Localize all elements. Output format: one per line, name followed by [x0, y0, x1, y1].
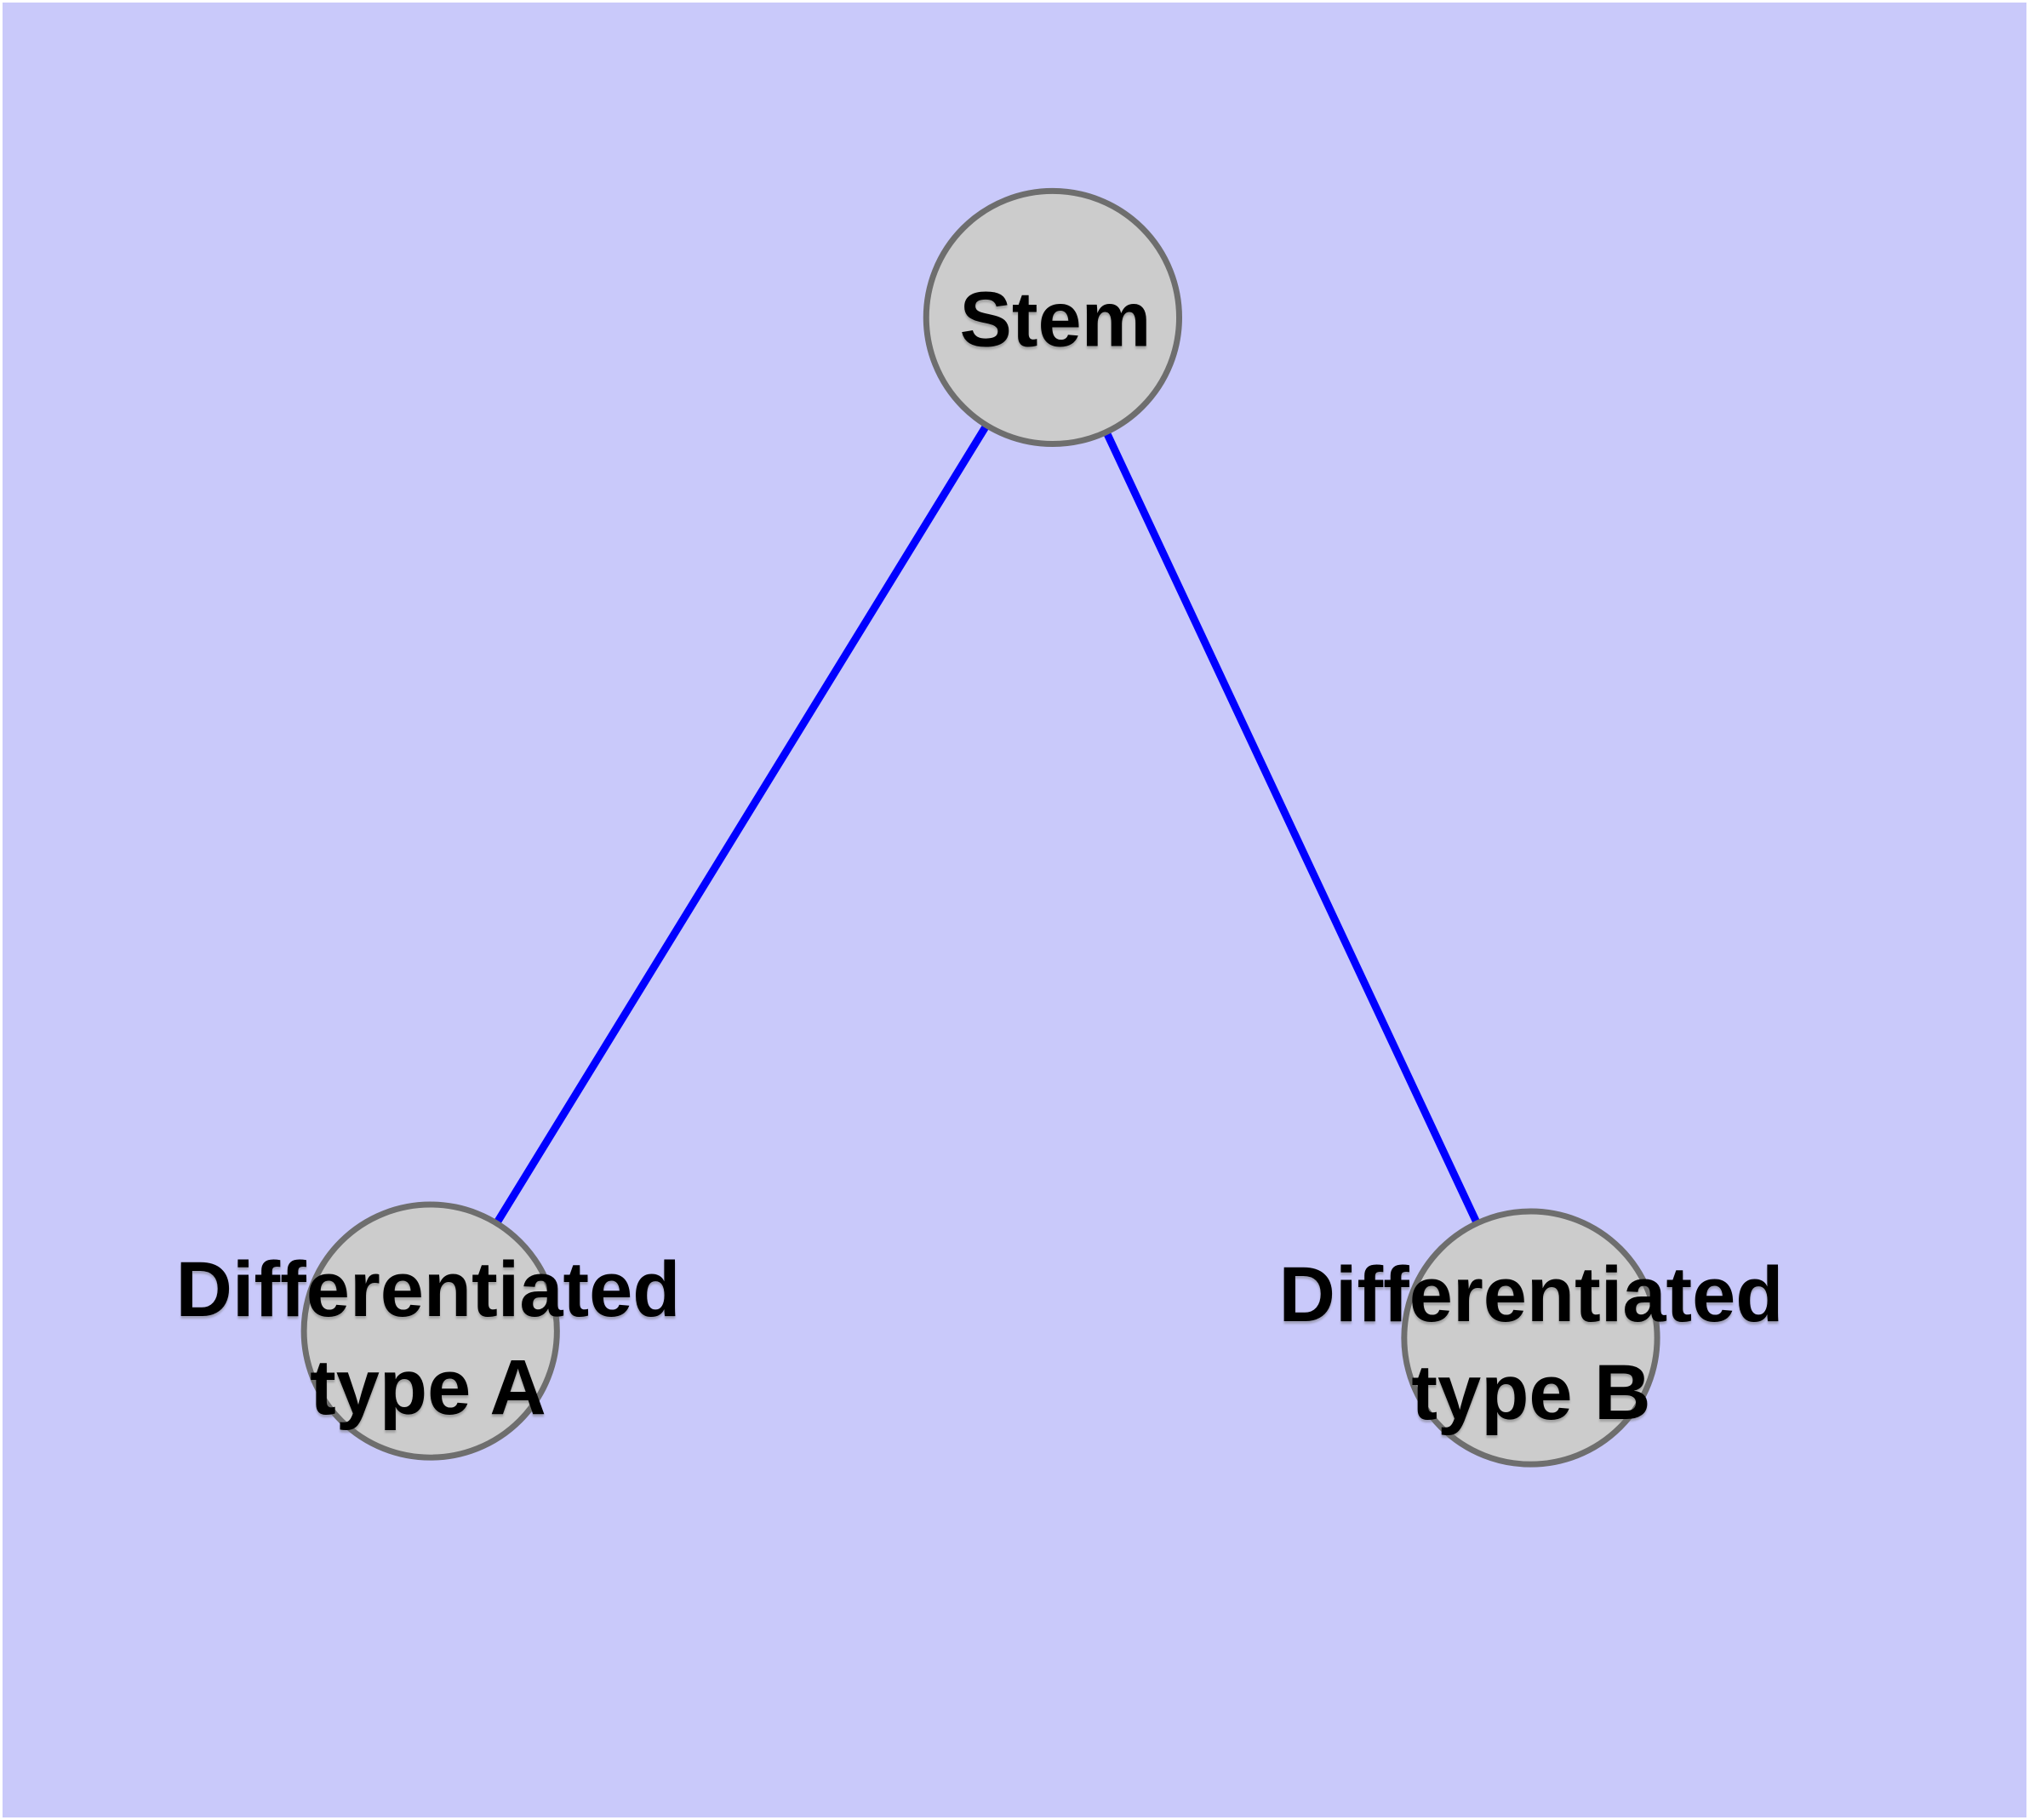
edge-stem-to-type-a: [426, 315, 1056, 1333]
node-label-stem: Stem: [960, 272, 1152, 369]
node-label-line: type A: [310, 1344, 546, 1431]
node-differentiated-type-b: [1401, 1208, 1660, 1468]
plot-background: Stem Differentiated type A Differentiate…: [3, 3, 2026, 1817]
graph-canvas: [300, 187, 1660, 1468]
node-label-line: type B: [1411, 1349, 1651, 1436]
node-differentiated-type-a: [300, 1201, 560, 1461]
node-stem: [923, 187, 1183, 448]
node-label-line: Differentiated: [175, 1246, 681, 1333]
node-label-differentiated-type-a: Differentiated type A: [176, 1241, 681, 1437]
edge-stem-to-type-b: [1049, 316, 1535, 1340]
node-label-differentiated-type-b: Differentiated type B: [1279, 1246, 1784, 1442]
node-label-line: Differentiated: [1278, 1251, 1784, 1338]
node-label-line: Stem: [959, 276, 1152, 363]
